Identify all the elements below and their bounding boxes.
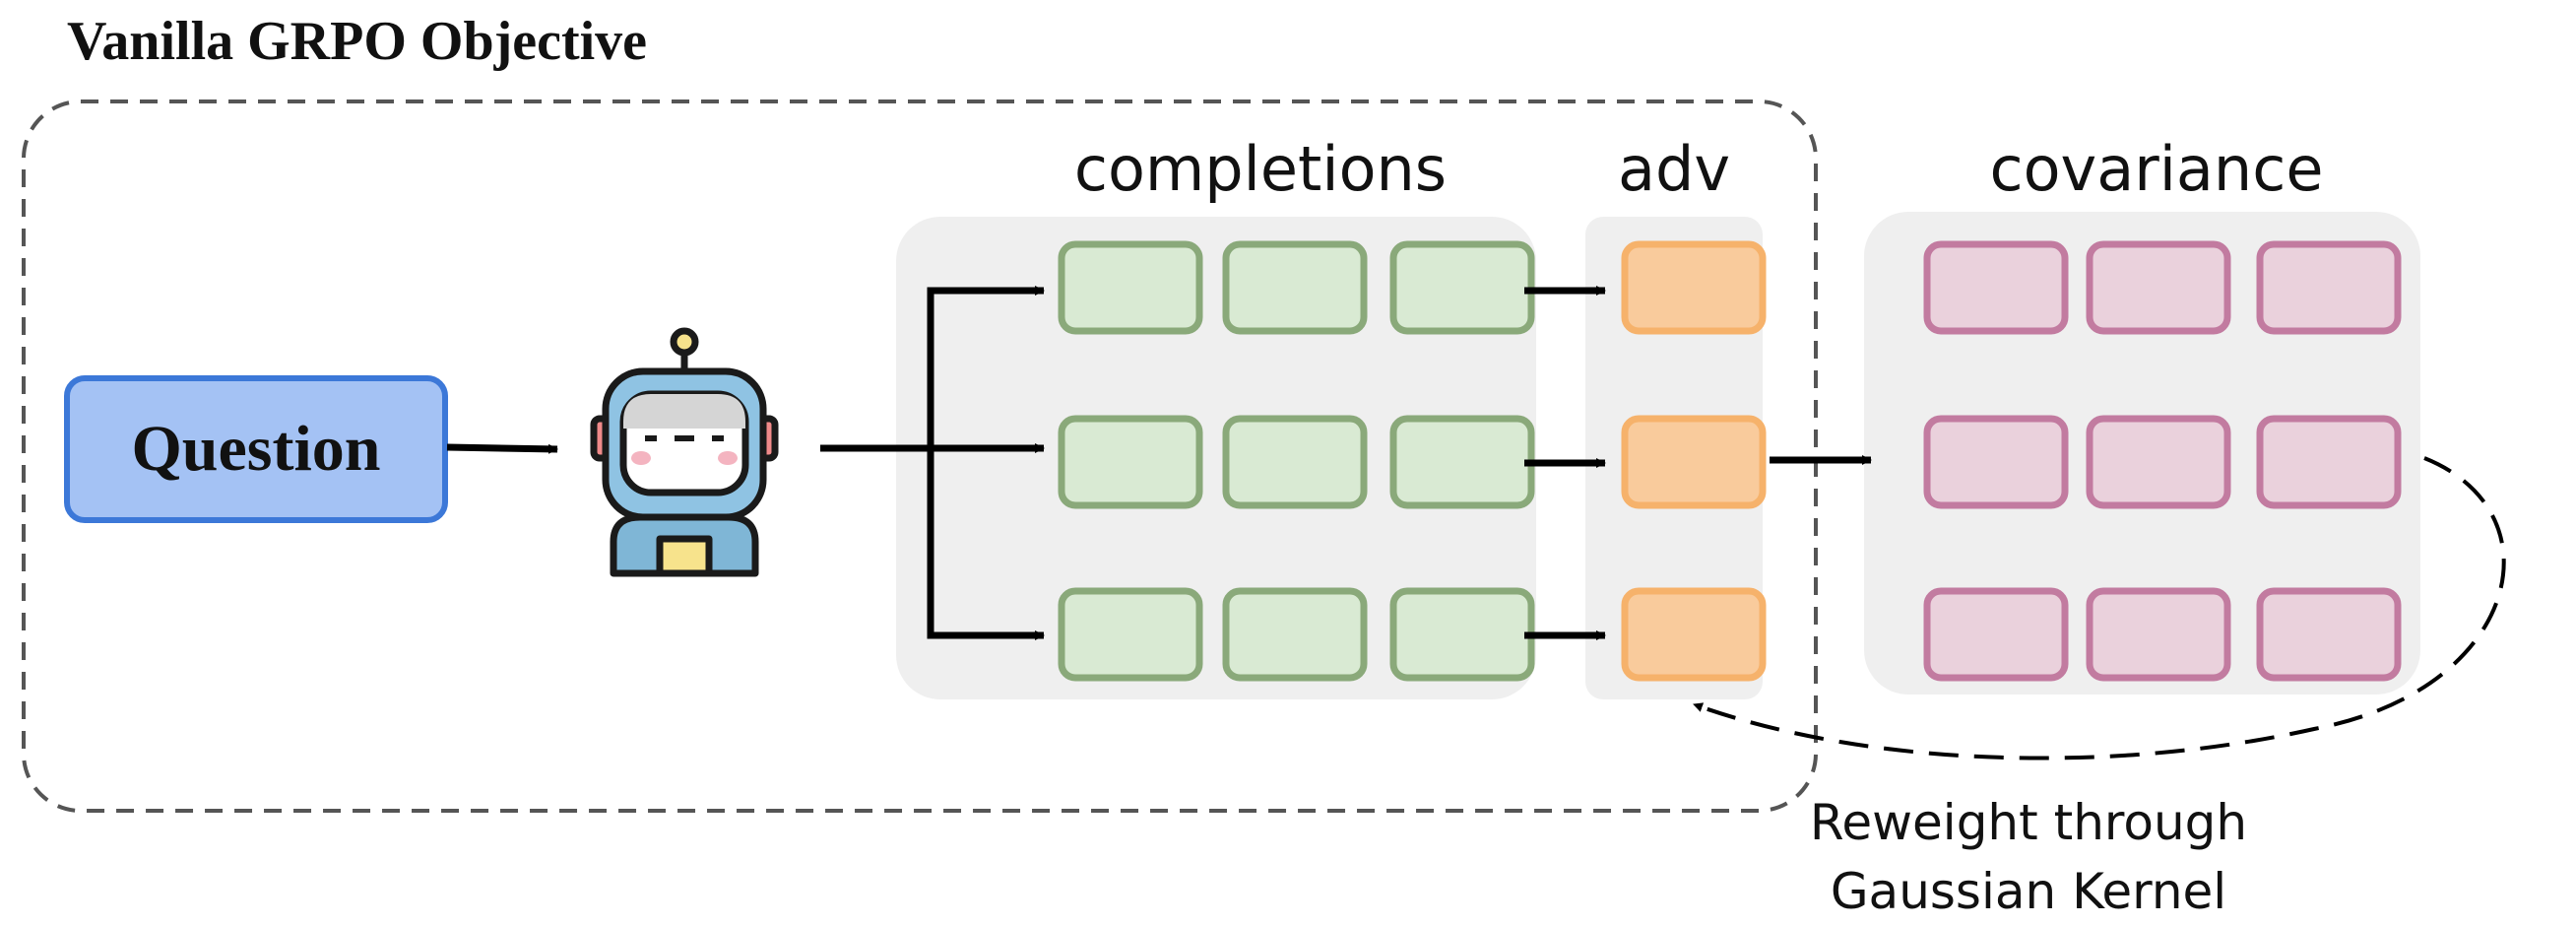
completions-label: completions: [1073, 133, 1448, 205]
adv-box: [1621, 587, 1767, 682]
reweight-annotation: Reweight through Gaussian Kernel: [1802, 788, 2255, 926]
adv-box: [1621, 415, 1767, 509]
vanilla-grpo-group: [22, 99, 1818, 813]
question-label: Question: [131, 413, 381, 485]
completion-box: [1058, 587, 1203, 682]
covariance-box: [2086, 415, 2231, 509]
covariance-box: [2256, 240, 2402, 335]
covariance-box: [2086, 587, 2231, 682]
completion-box: [1222, 587, 1368, 682]
completion-box: [1222, 240, 1368, 335]
completions-to-adv-arrows: [1524, 286, 1606, 640]
question-to-model-arrow: [446, 443, 558, 454]
robot-icon: [590, 327, 779, 577]
covariance-label: covariance: [1989, 133, 2324, 205]
completion-box: [1389, 587, 1535, 682]
covariance-box: [2256, 415, 2402, 509]
adv-box: [1621, 240, 1767, 335]
covariance-box: [1923, 240, 2069, 335]
completion-boxes: [1058, 240, 1535, 682]
completion-box: [1058, 415, 1203, 509]
reweight-line-1: Reweight through: [1809, 794, 2248, 851]
covariance-boxes: [1923, 240, 2402, 682]
completions-panel: [896, 217, 1536, 699]
covariance-box: [1923, 415, 2069, 509]
figure-title: Vanilla GRPO Objective: [67, 11, 648, 72]
adv-label: adv: [1617, 133, 1731, 205]
covariance-box: [1923, 587, 2069, 682]
covariance-box: [2086, 240, 2231, 335]
completion-box: [1389, 415, 1535, 509]
completion-box: [1389, 240, 1535, 335]
question-box: [64, 375, 448, 523]
model-to-completions-arrows: [820, 286, 1045, 640]
reweight-feedback-arrow: [1693, 456, 2506, 761]
completion-box: [1222, 415, 1368, 509]
adv-boxes: [1621, 240, 1767, 682]
covariance-box: [2256, 587, 2402, 682]
completion-box: [1058, 240, 1203, 335]
reweight-line-2: Gaussian Kernel: [1830, 863, 2227, 920]
